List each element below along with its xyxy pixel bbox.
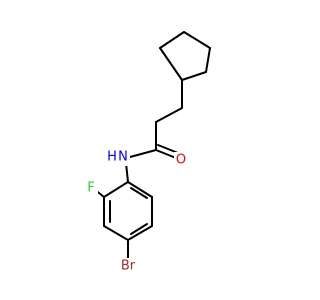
bond-aryl-1 <box>103 181 129 198</box>
oxygen-atom-label: O <box>176 153 186 168</box>
propanamide-chain <box>129 79 183 159</box>
bond-carbonyl-o-2 <box>157 144 179 154</box>
bond-ring-1 <box>183 31 211 49</box>
atom-labels: N H O F Br <box>84 148 188 274</box>
cyclopentyl-ring <box>159 31 211 81</box>
bond-aryl-inner-3 <box>130 187 148 199</box>
substituent-bonds <box>93 188 129 260</box>
bond-carbonyl-o-1 <box>155 149 177 159</box>
bond-aryl-6 <box>127 181 153 198</box>
bond-aryl-inner-2 <box>130 223 148 235</box>
molecule-structure-diagram: N H O F Br <box>84 31 211 274</box>
fluorine-atom-label: F <box>87 181 94 196</box>
bond-ring-2 <box>205 47 211 73</box>
bromine-atom-label: Br <box>121 259 136 274</box>
bond-ring-3 <box>181 71 207 81</box>
bond-n-ring <box>125 162 129 183</box>
nitrogen-atom-label: N <box>118 150 128 165</box>
nitrogen-h-label: H <box>107 150 117 165</box>
bond-carbonyl-n <box>129 149 157 158</box>
bond-aryl-4 <box>127 225 153 241</box>
bond-aryl-3 <box>103 225 129 241</box>
bond-ring-5 <box>159 31 185 49</box>
bond-ring-4 <box>159 47 183 81</box>
bond-ch2-ch2 <box>155 107 183 123</box>
aromatic-ring <box>103 162 153 241</box>
